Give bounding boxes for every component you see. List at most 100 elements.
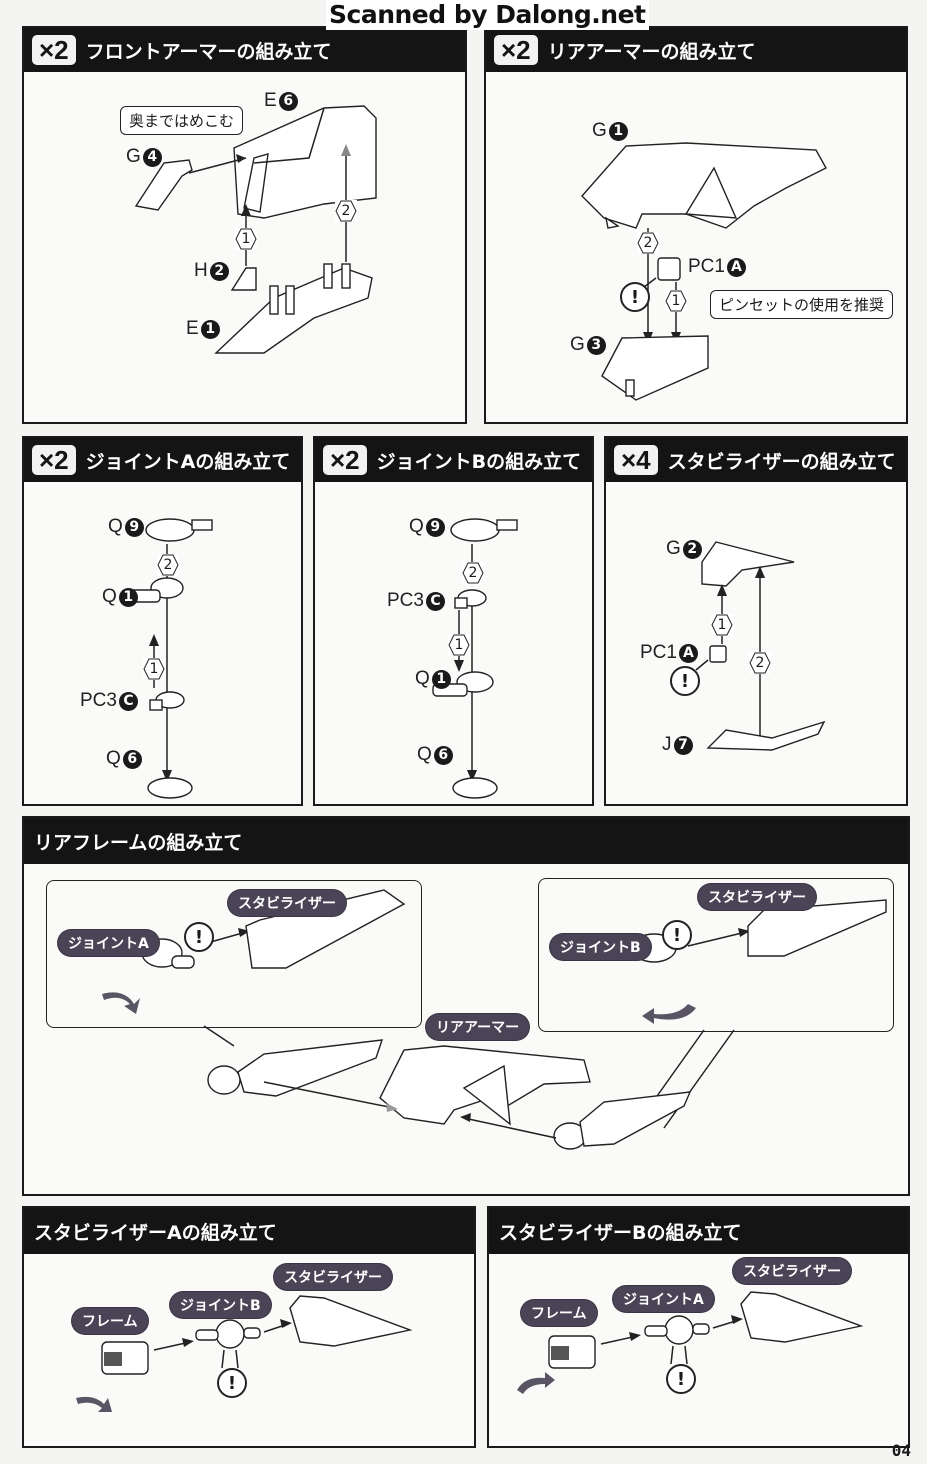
label-frame: フレーム [521, 1300, 597, 1326]
multiplier-badge: ×2 [32, 445, 76, 475]
part-pc1 [657, 257, 681, 281]
panel-title: リアフレームの組み立て [34, 831, 243, 854]
panel-header: リアフレームの組み立て [24, 818, 908, 864]
label-joint-a: ジョイントA [58, 930, 159, 956]
step-1-marker: 1 [711, 614, 733, 636]
part-j7 [706, 720, 826, 751]
stabilizer-part [289, 1295, 413, 1347]
multiplier-badge: ×2 [494, 35, 538, 65]
step-2-marker: 2 [462, 562, 484, 584]
warning-icon: ! [666, 1364, 696, 1394]
part-g4 [134, 159, 193, 211]
step-2-marker: 2 [749, 652, 771, 674]
warning-icon: ! [662, 920, 692, 950]
panel-header: ×2 ジョイントBの組み立て [315, 438, 592, 482]
label-stabilizer: スタビライザー [733, 1258, 851, 1284]
multiplier-badge: ×2 [32, 35, 76, 65]
label-joint-b: ジョイントB [550, 934, 651, 960]
panel-stabilizer-b: スタビライザーBの組み立て フレーム ジョイントA スタビライザー ! [487, 1206, 910, 1448]
panel-title: リアアーマーの組み立て [547, 40, 756, 63]
joint-b-part [215, 1319, 245, 1349]
step-2-marker: 2 [157, 554, 179, 576]
part-g2 [701, 541, 795, 587]
label-joint-a: ジョイントA [613, 1286, 714, 1312]
panel-header: スタビライザーAの組み立て [24, 1208, 474, 1254]
step-2-marker: 2 [335, 200, 357, 222]
part-q9 [450, 518, 500, 542]
part-pc1 [709, 645, 727, 663]
warning-icon: ! [184, 922, 214, 952]
panel-title: フロントアーマーの組み立て [85, 40, 332, 63]
panel-title: スタビライザーの組み立て [667, 450, 896, 473]
stabilizer-a-diagram [76, 1295, 413, 1412]
multiplier-badge: ×2 [323, 445, 367, 475]
panel-header: ×2 ジョイントAの組み立て [24, 438, 301, 482]
callout-push-in: 奥まではめこむ [120, 106, 244, 135]
label-stabilizer: スタビライザー [274, 1264, 392, 1290]
label-joint-b: ジョイントB [170, 1292, 271, 1318]
step-1-marker: 1 [665, 290, 687, 312]
part-q6 [147, 777, 193, 799]
part-q9 [145, 518, 195, 542]
part-g3 [601, 335, 709, 401]
warning-icon: ! [620, 282, 650, 312]
stabilizer-diagram [695, 541, 826, 751]
watermark: Scanned by Dalong.net [326, 0, 649, 30]
panel-title: ジョイントBの組み立て [376, 450, 582, 473]
rear-frame-diagram [102, 889, 887, 1150]
panel-title: スタビライザーBの組み立て [499, 1221, 742, 1244]
warning-icon: ! [670, 666, 700, 696]
step-1-marker: 1 [448, 634, 470, 656]
label-rear-armor: リアアーマー [426, 1014, 530, 1040]
part-h2 [230, 267, 257, 291]
stabilizer-part [740, 1291, 864, 1343]
panel-header: ×4 スタビライザーの組み立て [606, 438, 906, 482]
panel-title: スタビライザーAの組み立て [34, 1221, 277, 1244]
joint-a-diagram [125, 518, 213, 799]
label-stabilizer: スタビライザー [698, 884, 816, 910]
multiplier-badge: ×4 [614, 445, 658, 475]
rear-armor-diagram [581, 142, 827, 401]
panel-header: ×2 フロントアーマーの組み立て [24, 28, 465, 72]
front-armor-diagram [134, 105, 377, 354]
step-1-marker: 1 [143, 658, 165, 680]
page-number: 04 [891, 1441, 911, 1460]
panel-header: スタビライザーBの組み立て [489, 1208, 908, 1254]
part-q6 [452, 777, 498, 799]
step-1-marker: 1 [235, 228, 257, 250]
panel-rear-frame: リアフレームの組み立て ジョイントA ス [22, 816, 910, 1196]
warning-icon: ! [217, 1368, 247, 1398]
callout-use-tweezers: ピンセットの使用を推奨 [710, 290, 894, 319]
step-2-marker: 2 [637, 232, 659, 254]
joint-a-part [664, 1315, 694, 1345]
panel-stabilizer-a: スタビライザーAの組み立て フレーム ジョイントB スタビライザー ! [22, 1206, 476, 1448]
panel-title: ジョイントAの組み立て [85, 450, 291, 473]
panel-header: ×2 リアアーマーの組み立て [486, 28, 906, 72]
label-stabilizer: スタビライザー [228, 890, 346, 916]
stabilizer-b-diagram [517, 1291, 864, 1394]
label-frame: フレーム [72, 1308, 148, 1334]
joint-b-diagram [432, 518, 518, 799]
